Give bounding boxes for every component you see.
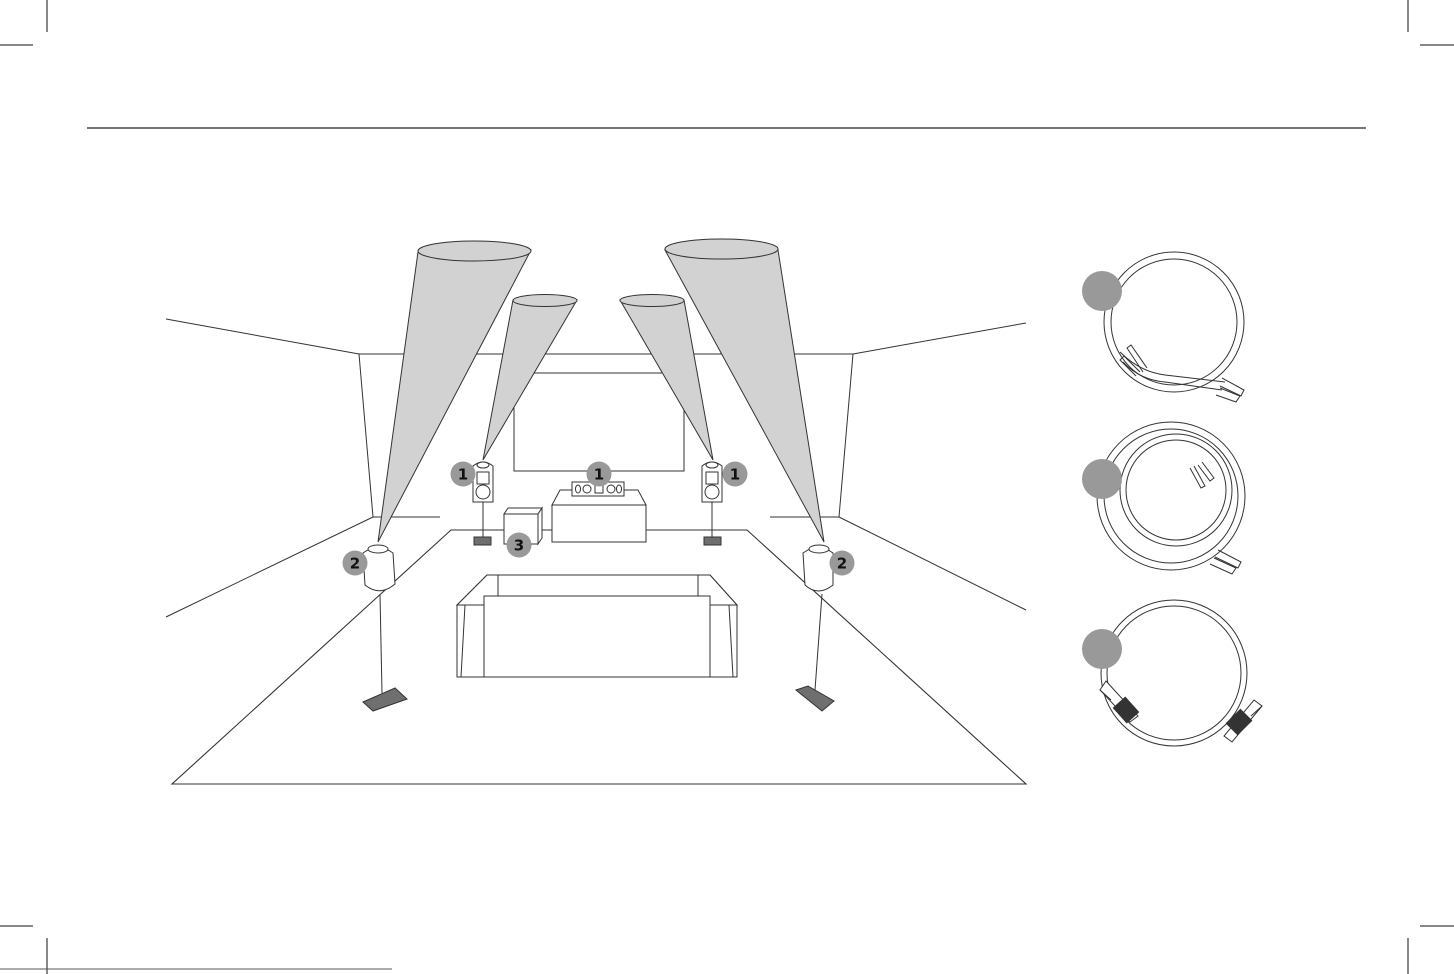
badge-surround-left: 2 [343,551,368,576]
front-right-speaker [702,462,722,545]
svg-text:3: 3 [514,537,524,555]
speaker-wire-long-icon [1082,422,1245,574]
svg-text:1: 1 [594,466,604,484]
svg-text:1: 1 [730,466,740,484]
badge-subwoofer: 3 [507,533,532,558]
speaker-wire-icon [1082,252,1244,402]
media-cabinet [552,490,646,542]
badge-center: 1 [587,462,612,487]
badge-front-left: 1 [451,462,476,487]
tv-screen [514,373,684,471]
front-left-speaker [473,462,493,545]
svg-text:2: 2 [350,555,360,573]
badge-surround-right: 2 [830,551,855,576]
surround-left-speaker [363,545,407,711]
svg-text:2: 2 [837,555,847,573]
svg-text:1: 1 [458,466,468,484]
sofa [457,575,737,677]
rca-cable-icon [1082,600,1262,746]
surround-right-speaker [796,545,834,711]
badge-front-right: 1 [723,462,748,487]
